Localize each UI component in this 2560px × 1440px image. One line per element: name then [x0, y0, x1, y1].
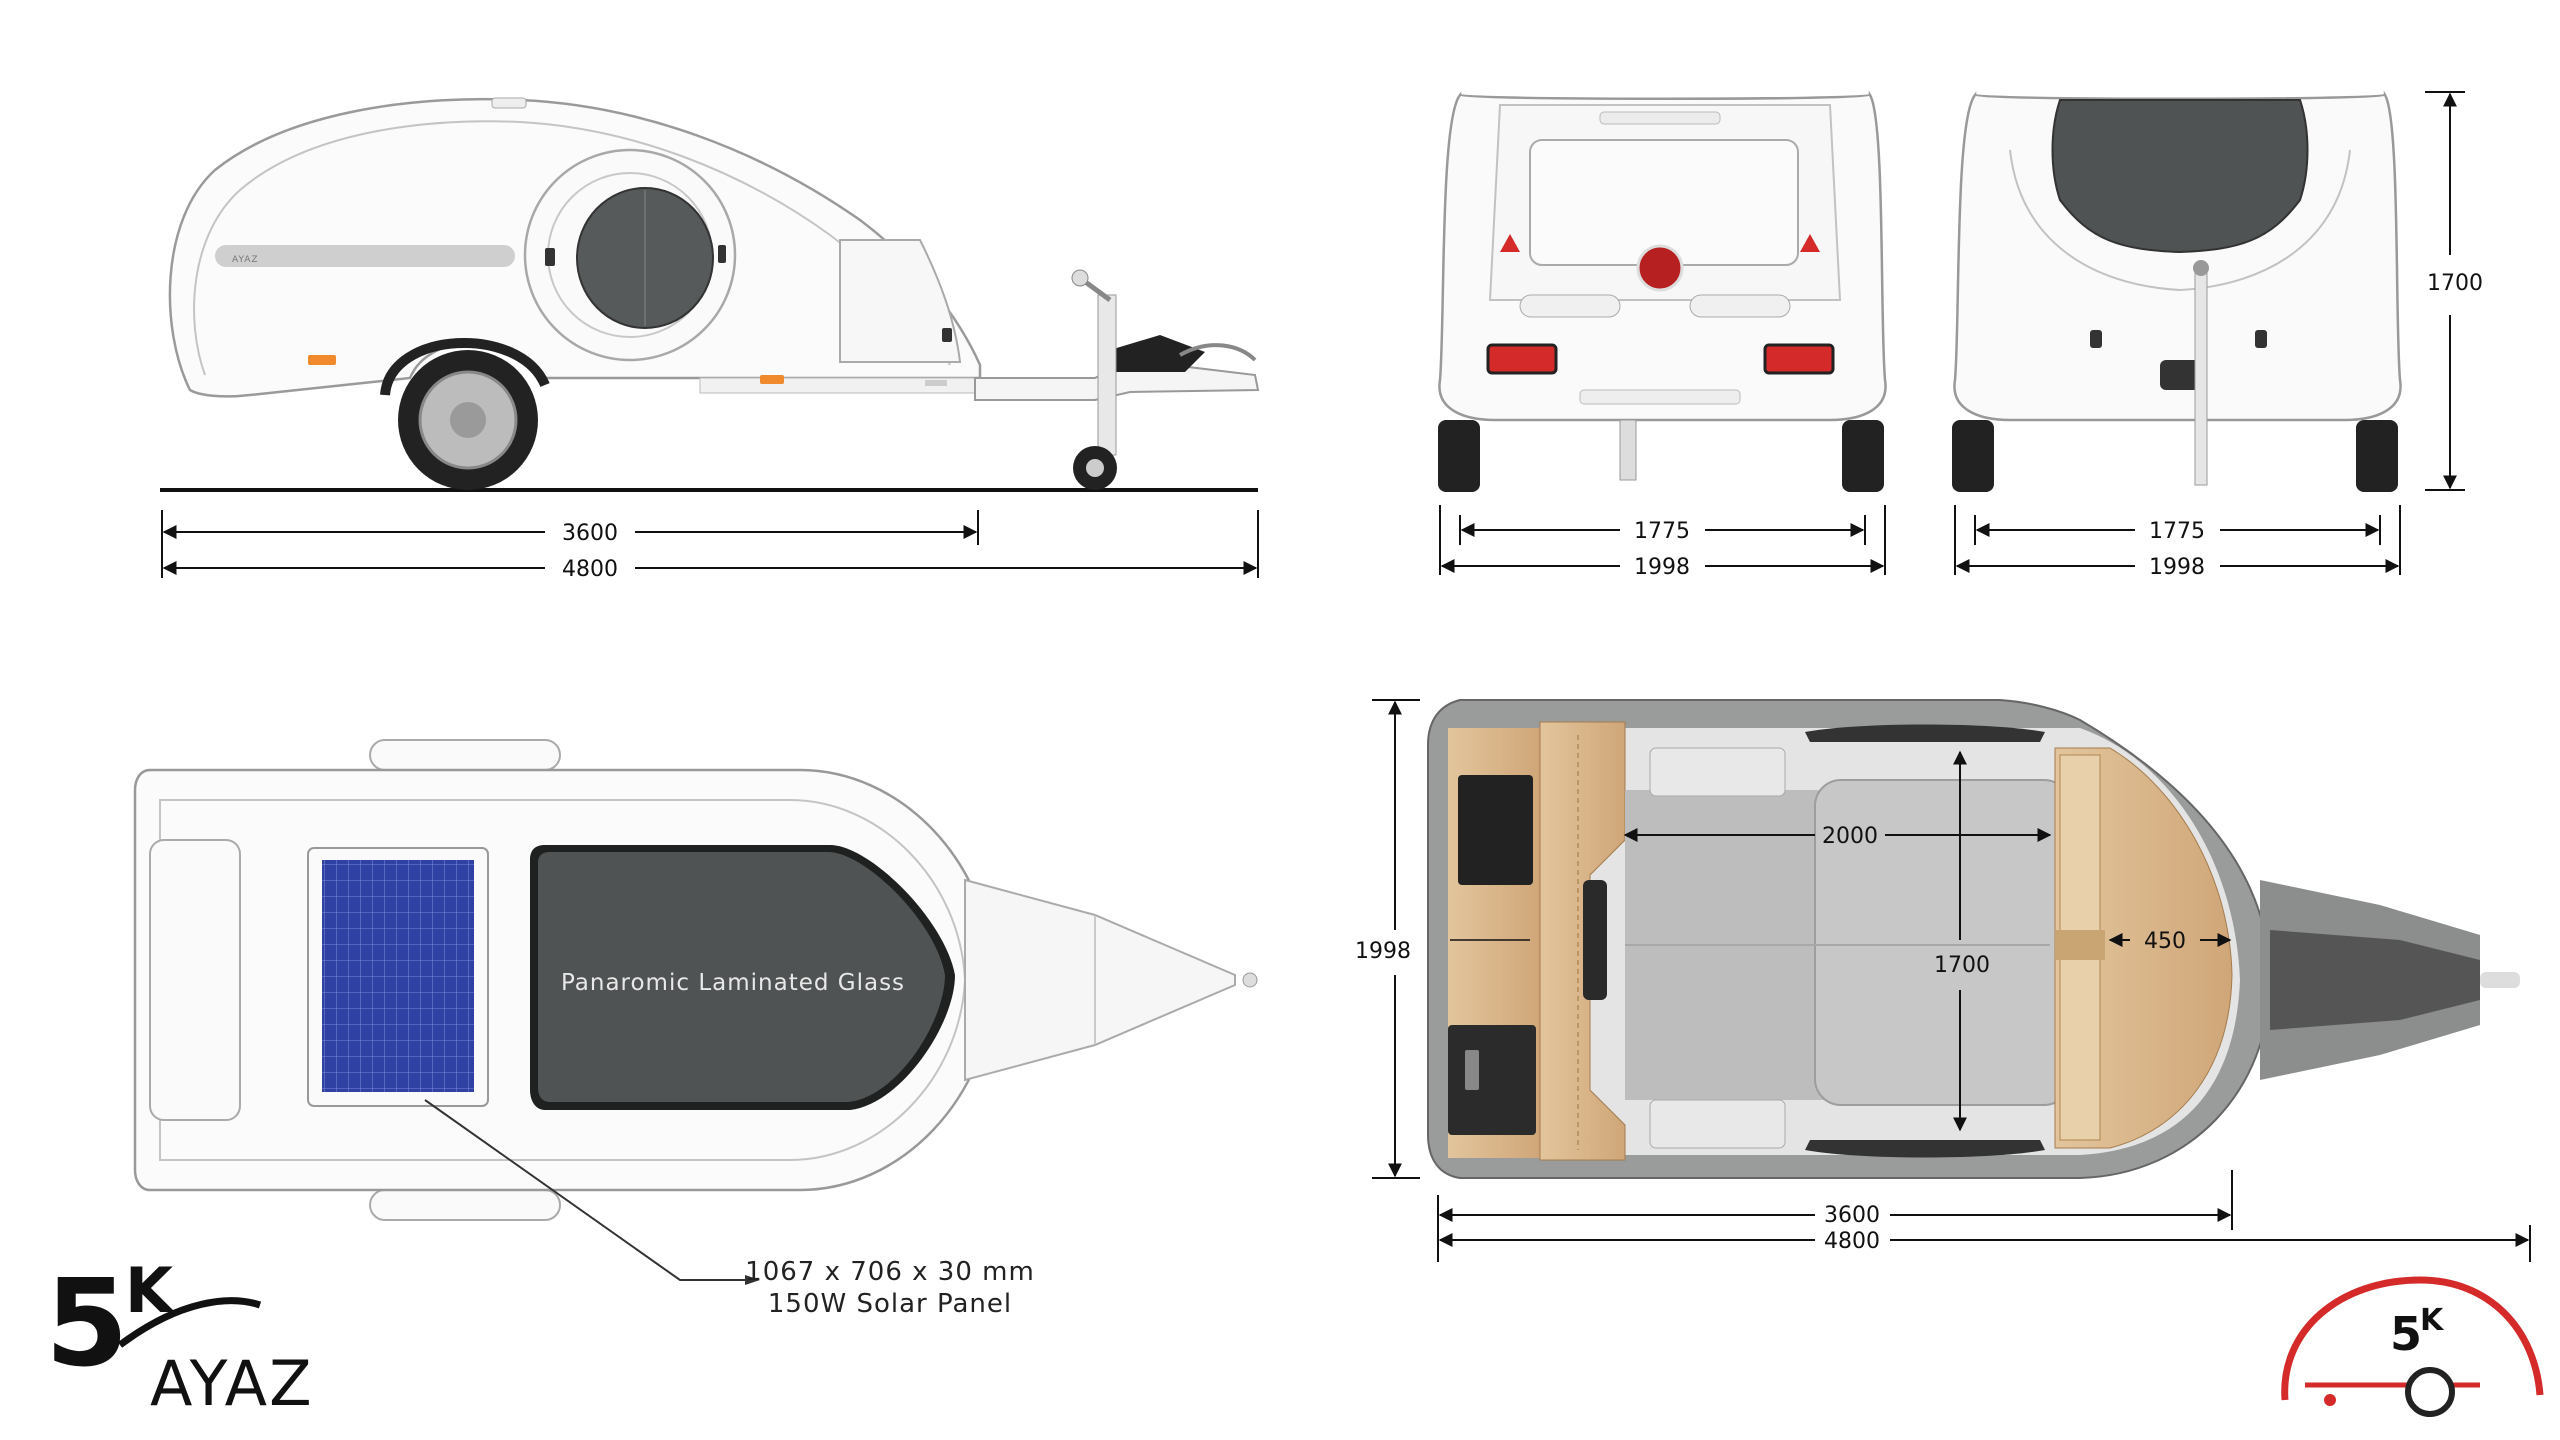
galley-bench: [1539, 721, 1626, 1161]
front-latch-right-icon: [2255, 330, 2267, 348]
solar-callout-line: [424, 1099, 745, 1281]
rear-top-light: [1599, 111, 1721, 125]
rear-jack: [1619, 419, 1637, 481]
dim-bed-length: 2000: [1822, 824, 1878, 849]
door-lock-icon: [718, 245, 726, 263]
rear-bumper: [1579, 389, 1741, 405]
plan-side-window-top: [1805, 724, 2045, 742]
solar-size-label: 1067 x 706 x 30 mm: [745, 1257, 1035, 1287]
dim-height: 1700: [2427, 271, 2483, 296]
rear-taillight-right: [1763, 343, 1835, 375]
top-fender-top: [369, 739, 561, 771]
dim-galley-depth: 450: [2144, 929, 2186, 954]
brand-wordmark: AYAZ: [150, 1347, 314, 1420]
corner-logo-arc-icon: [2281, 1276, 2544, 1401]
front-jockey-knob: [2193, 260, 2209, 276]
corner-logo-hitch-icon: [2324, 1394, 2336, 1406]
rear-view: [1438, 90, 1887, 492]
panoramic-glass: [538, 852, 945, 1102]
side-dimensions: 3600 4800: [161, 510, 1259, 582]
rear-cabinet-opening: [1458, 775, 1533, 885]
corner-logo-superscript: K: [2420, 1303, 2445, 1338]
top-drawbar: [964, 878, 1236, 1082]
dim-rear-track: 1775: [1634, 519, 1690, 544]
floor-plan: 2000 1700 450 1998 3600 4800: [1355, 699, 2531, 1262]
front-latch-left-icon: [2090, 330, 2102, 348]
plan-drawbar-core: [2270, 930, 2480, 1030]
jockey-knob: [1071, 269, 1089, 287]
rear-tire-left: [1438, 420, 1480, 492]
cushion-bottom: [1649, 1099, 1786, 1149]
side-hatch: [839, 239, 962, 363]
galley-hinge: [2055, 930, 2105, 960]
corner-logo-primary: 5: [2390, 1307, 2422, 1361]
rear-step-left: [1519, 294, 1621, 318]
rear-front-dimensions: 1775 1998 1775 1998 1700: [1439, 91, 2483, 580]
jockey-wheel-hub: [1086, 459, 1104, 477]
cushion-top: [1649, 747, 1786, 797]
corner-logo: 5 K: [2281, 1276, 2544, 1417]
bench-sink: [1583, 880, 1607, 1000]
rear-taillight-left: [1486, 343, 1558, 375]
rear-tire-right: [1842, 420, 1884, 492]
brand-swoosh: [117, 1297, 262, 1348]
brand-logo: 5 K AYAZ: [45, 1254, 314, 1420]
door-handle-icon: [545, 248, 555, 266]
front-contour: [2009, 149, 2351, 292]
jockey-post: [1097, 294, 1117, 456]
wheel-arch: [380, 337, 550, 396]
front-jockey-post: [2194, 269, 2208, 486]
hatch-latch-icon: [942, 328, 952, 342]
front-tire-right: [2356, 420, 2398, 492]
dim-side-body-length: 3600: [562, 521, 618, 546]
wheel-hub-icon: [450, 402, 486, 438]
corner-logo-wheel-icon: [2405, 1367, 2455, 1417]
front-tire-left: [1952, 420, 1994, 492]
dim-front-track: 1775: [2149, 519, 2205, 544]
rear-step-right: [1689, 294, 1791, 318]
front-hitch-icon: [2160, 360, 2200, 390]
rear-logo-badge-icon: [1636, 244, 1684, 292]
side-stripe: [215, 245, 515, 267]
roof-vent: [491, 97, 527, 109]
glass-label: Panaromic Laminated Glass: [561, 970, 905, 996]
dim-bed-width: 1700: [1934, 953, 1990, 978]
top-fender-bottom: [369, 1189, 561, 1221]
hitch-coupler: [1179, 343, 1257, 362]
cooler-handle: [1465, 1050, 1479, 1090]
solar-desc-label: 150W Solar Panel: [768, 1289, 1012, 1319]
cooler-box: [1448, 1025, 1536, 1135]
dim-plan-width: 1998: [1355, 939, 1411, 964]
side-view: AYAZ: [160, 97, 1260, 492]
front-view: [1952, 90, 2402, 492]
amber-marker-rear: [760, 375, 784, 384]
plan-hitch: [2480, 972, 2520, 988]
rear-triangle-right-icon: [1800, 234, 1820, 252]
hitch-handle: [1110, 335, 1205, 372]
top-hitch-ball: [1242, 972, 1258, 988]
dim-plan-total-length: 4800: [1824, 1229, 1880, 1254]
brand-primary: 5: [45, 1255, 129, 1394]
dim-plan-body-length: 3600: [1824, 1203, 1880, 1228]
amber-marker-front: [308, 355, 336, 365]
top-view: Panaromic Laminated Glass 1067 x 706 x 3…: [133, 739, 1258, 1319]
top-rear-hatch: [149, 839, 241, 1121]
front-windscreen: [2051, 99, 2309, 254]
solar-panel: [322, 860, 474, 1092]
side-badge: AYAZ: [232, 255, 259, 265]
solar-callout-arrow: [745, 1275, 760, 1285]
rear-triangle-left-icon: [1500, 234, 1520, 252]
side-reflector-gray: [925, 380, 947, 386]
dim-front-width: 1998: [2149, 555, 2205, 580]
dim-rear-width: 1998: [1634, 555, 1690, 580]
dim-side-total-length: 4800: [562, 557, 618, 582]
plan-side-window-bottom: [1805, 1140, 2045, 1158]
